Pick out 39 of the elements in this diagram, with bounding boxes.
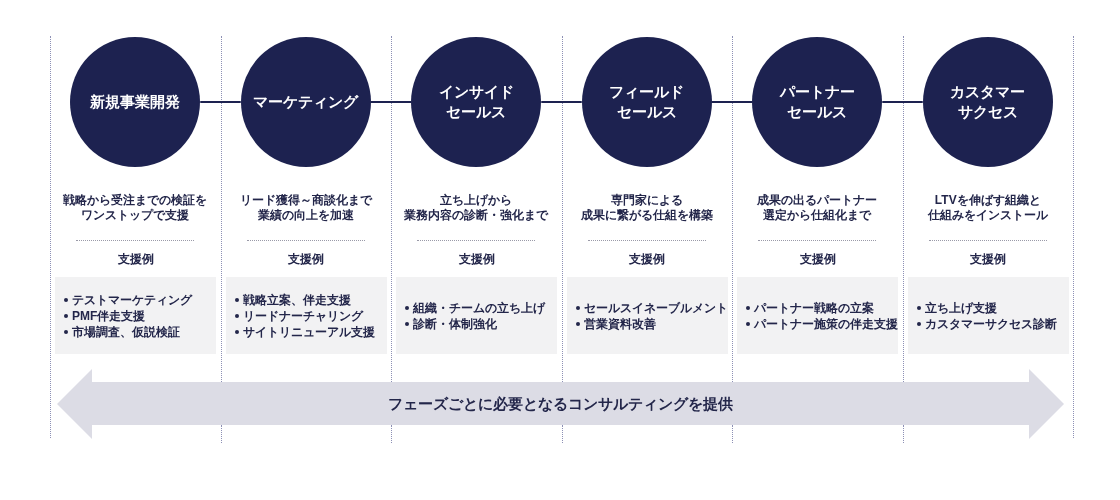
section-heading: 支援例	[799, 251, 836, 267]
list-item: パートナー戦略の立案	[754, 299, 874, 316]
list-item: PMF伴走支援	[72, 307, 146, 324]
connector-line	[881, 101, 924, 103]
list-item: テストマーケティング	[72, 291, 192, 308]
phase-description: 戦略から受注までの検証をワンストップで支援	[63, 193, 208, 223]
phase-description: 専門家による成果に繋がる仕組を構築	[580, 193, 713, 223]
list-item: カスタマーサクセス診断	[924, 315, 1057, 332]
list-item: リードナーチャリング	[242, 307, 363, 324]
phase-title: パートナーセールス	[779, 82, 855, 122]
section-heading: 支援例	[458, 251, 495, 267]
phase-description: リード獲得～商談化まで業績の向上を加速	[239, 193, 372, 223]
list-item: サイトリニューアル支援	[242, 323, 375, 340]
section-heading: 支援例	[970, 251, 1006, 267]
list-item: 立ち上げ支援	[924, 299, 997, 316]
connector-line	[540, 101, 583, 103]
section-heading: 支援例	[117, 251, 154, 267]
section-heading: 支援例	[288, 251, 324, 267]
list-item: 市場調査、仮説検証	[72, 323, 180, 340]
list-item: 戦略立案、伴走支援	[242, 291, 351, 308]
band-label: フェーズごとに必要となるコンサルティングを提供	[388, 394, 733, 414]
phase-title: マーケティング	[253, 92, 359, 112]
double-arrow-band	[57, 369, 1064, 439]
section-heading: 支援例	[629, 251, 665, 267]
connector-line	[369, 101, 413, 103]
phase-description: 成果の出るパートナー選定から仕組化まで	[757, 193, 878, 223]
phase-title: 新規事業開発	[90, 92, 181, 112]
connector-line	[199, 101, 242, 103]
list-item: 営業資料改善	[583, 315, 656, 332]
list-item: パートナー施策の伴走支援	[754, 315, 898, 332]
phase-title: インサイドセールス	[438, 82, 514, 122]
phase-description: LTVを伸ばす組織と仕組みをインストール	[927, 193, 1048, 223]
phase-title: カスタマーサクセス	[950, 82, 1026, 122]
list-item: 組織・チームの立ち上げ	[413, 299, 545, 316]
phase-description: 立ち上げから業務内容の診断・強化まで	[404, 193, 549, 223]
list-item: セールスイネーブルメント	[583, 299, 728, 316]
phase-title: フィールドセールス	[609, 82, 685, 122]
connector-line	[710, 101, 754, 103]
list-item: 診断・体制強化	[413, 315, 497, 332]
